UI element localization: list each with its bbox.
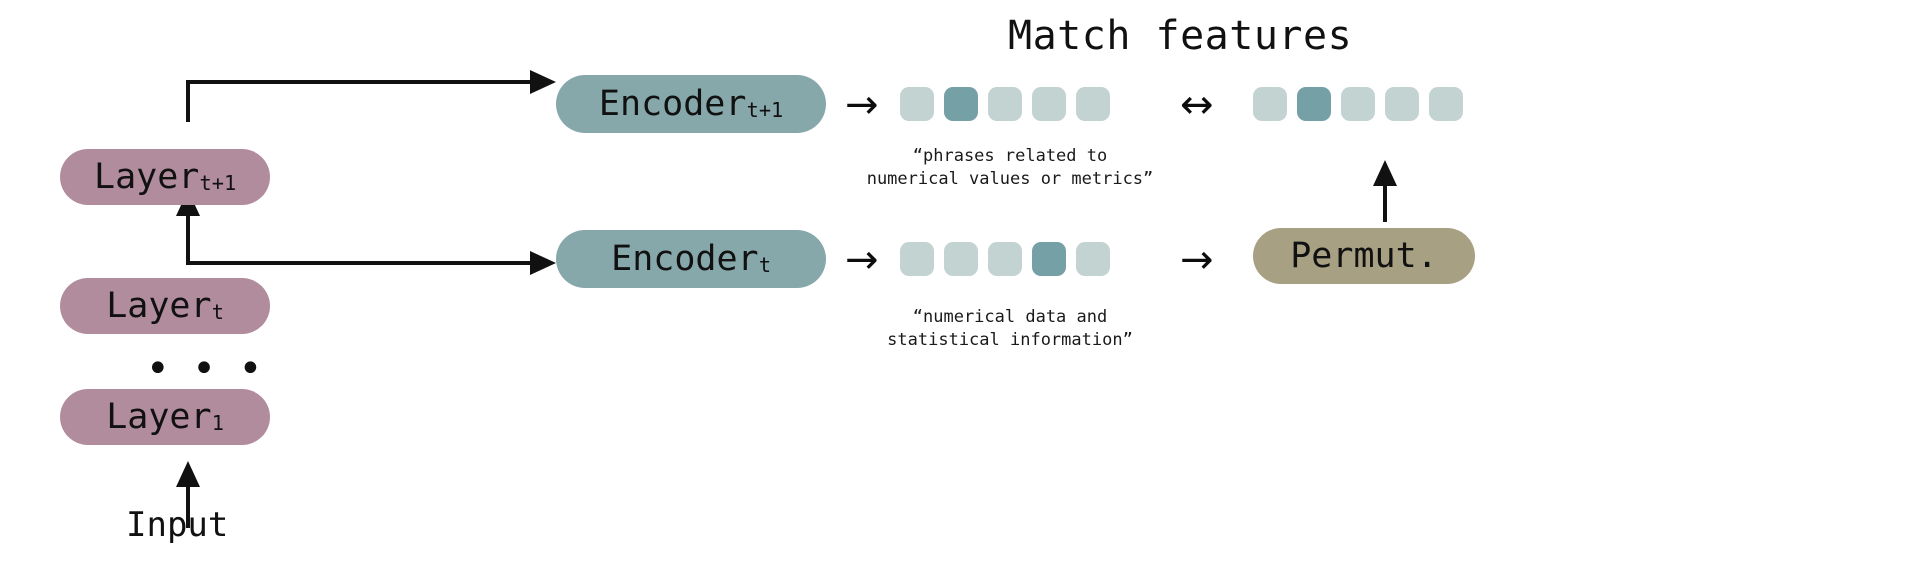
arrow-right-icon-to-permut: → — [1180, 237, 1214, 283]
encoder-box-t-plus-1-label: Encoder — [598, 83, 747, 124]
arrow-bidirectional-icon: ↔ — [1180, 82, 1214, 128]
feature-cell[interactable] — [944, 242, 978, 276]
caption-bottom: “numerical data and statistical informat… — [887, 307, 1133, 350]
feature-cell[interactable] — [1253, 87, 1287, 121]
permutation-box-label: Permut. — [1290, 235, 1438, 276]
feature-group-top-left — [900, 87, 1110, 121]
feature-group-bottom — [900, 242, 1110, 276]
encoder-box-t-label: Encoder — [611, 238, 759, 279]
feature-cell[interactable] — [900, 242, 934, 276]
feature-cell[interactable] — [988, 87, 1022, 121]
input-label: Input — [126, 505, 229, 545]
layer-box-t-label: Layer — [106, 285, 212, 326]
diagram-title: Match features — [1008, 13, 1353, 59]
permutation-box[interactable]: Permut. — [1253, 228, 1475, 284]
layer-box-t-plus-1-subscript: t+1 — [199, 171, 237, 196]
vertical-ellipsis: • • • — [146, 346, 268, 392]
feature-cell[interactable] — [1429, 87, 1463, 121]
layer-box-t-subscript: t — [211, 300, 224, 325]
encoder-box-t-subscript: t — [758, 253, 772, 278]
layer-box-1-subscript: 1 — [211, 411, 224, 436]
feature-cell[interactable] — [1341, 87, 1375, 121]
connector-layer-t-to-encoder — [186, 260, 530, 265]
arrow-right-icon-top: → — [845, 82, 879, 128]
connector-arrowhead-bottom — [530, 251, 556, 275]
caption-top: “phrases related to numerical values or … — [866, 146, 1154, 189]
feature-cell-highlighted[interactable] — [1297, 87, 1331, 121]
encoder-box-t-plus-1-subscript: t+1 — [746, 98, 784, 123]
connector-arrowhead-input — [176, 461, 200, 487]
feature-cell-highlighted[interactable] — [944, 87, 978, 121]
layer-box-t-plus-1-label: Layer — [94, 156, 200, 197]
connector-arrowhead-top — [530, 70, 556, 94]
feature-cell[interactable] — [988, 242, 1022, 276]
feature-cell[interactable] — [1032, 87, 1066, 121]
arrow-right-icon-bottom: → — [845, 237, 879, 283]
feature-cell-highlighted[interactable] — [1032, 242, 1066, 276]
feature-cell[interactable] — [1076, 242, 1110, 276]
feature-group-top-right — [1253, 87, 1463, 121]
connector-layer-tplus1-to-encoder — [186, 80, 530, 122]
feature-cell[interactable] — [1076, 87, 1110, 121]
feature-cell[interactable] — [1385, 87, 1419, 121]
feature-cell[interactable] — [900, 87, 934, 121]
connector-arrowhead-permut — [1373, 160, 1397, 186]
layer-box-1-label: Layer — [106, 396, 212, 437]
